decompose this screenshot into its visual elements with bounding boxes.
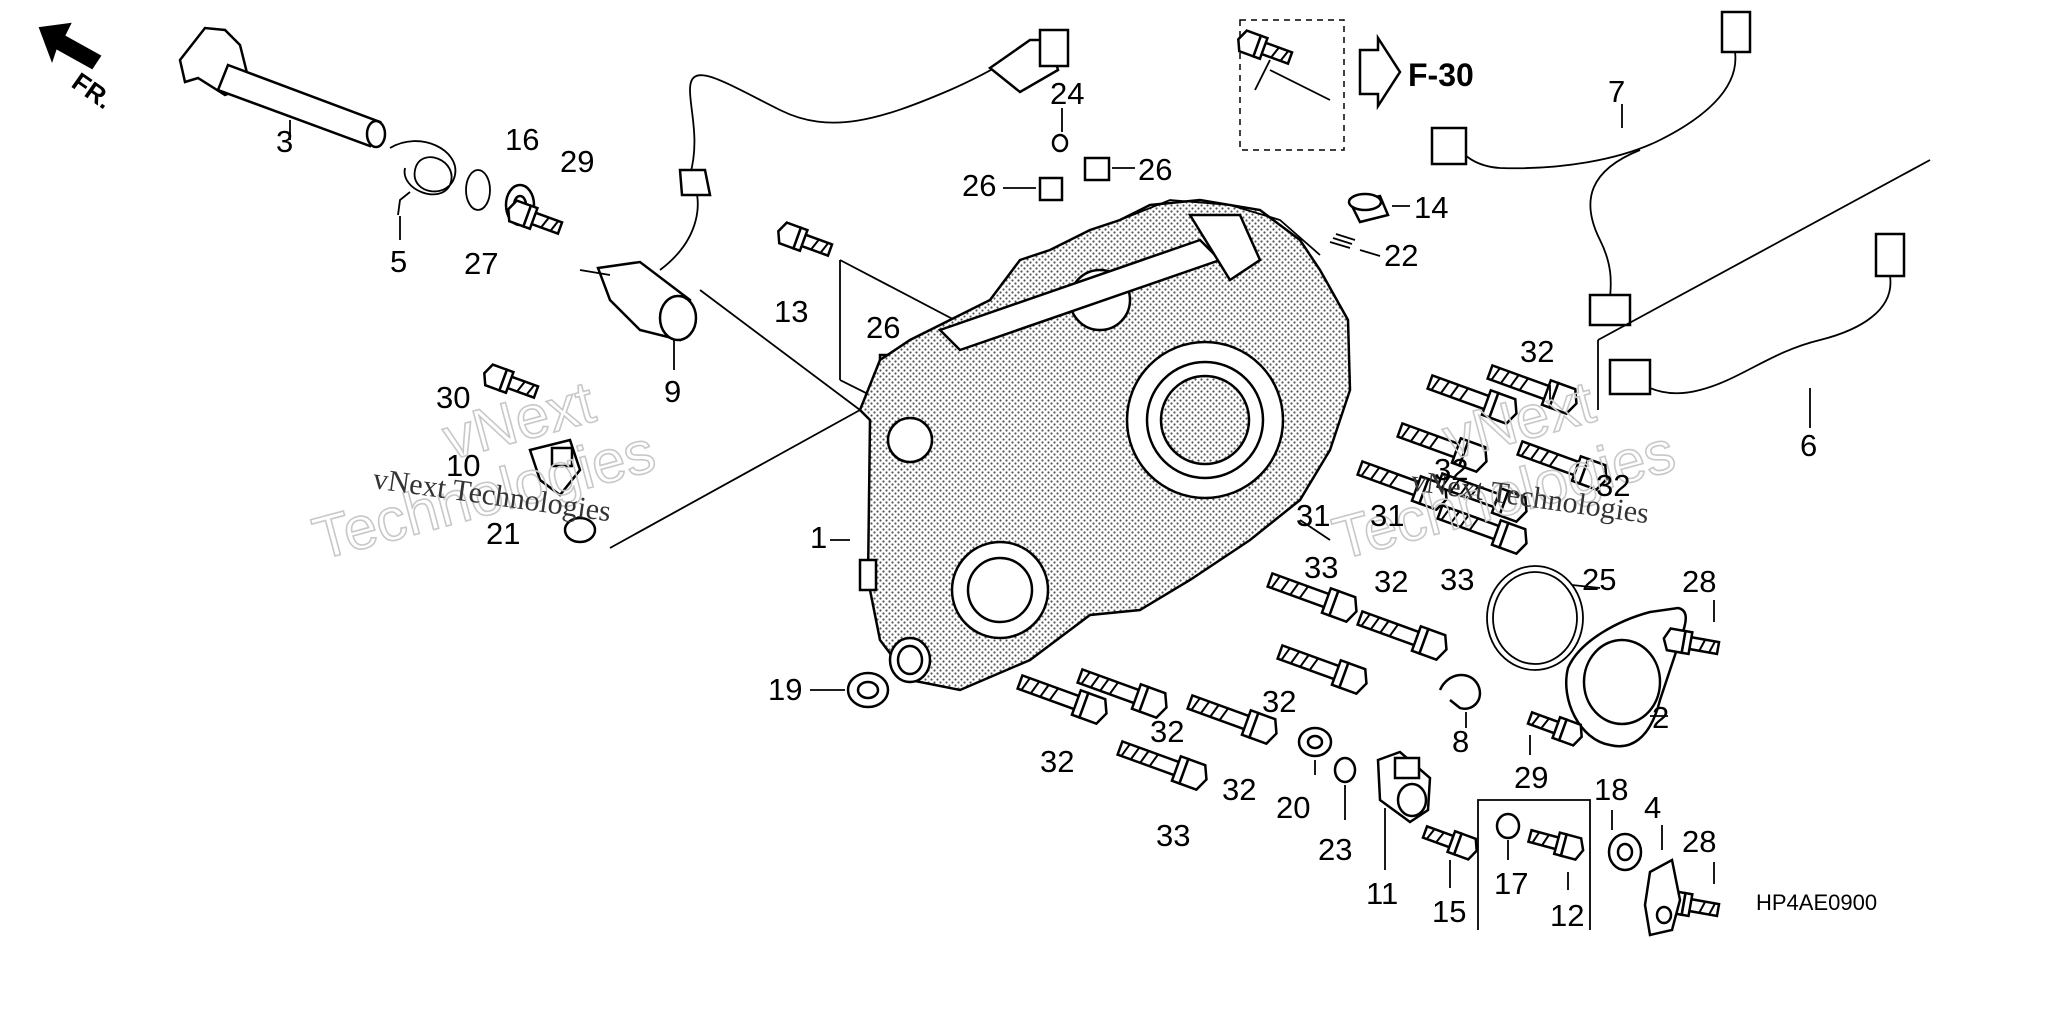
spring-22 xyxy=(1329,233,1356,249)
bolt-32-e xyxy=(1354,604,1453,663)
label-11: 11 xyxy=(1366,876,1398,911)
label-13: 13 xyxy=(774,294,808,329)
label-20: 20 xyxy=(1276,790,1310,825)
label-18: 18 xyxy=(1594,772,1628,807)
label-32-e: 32 xyxy=(1262,684,1296,719)
dowel-26-b xyxy=(1083,156,1111,182)
plate-4 xyxy=(1643,858,1682,937)
spring-part xyxy=(389,140,457,216)
washer-20 xyxy=(1297,726,1333,758)
gasket-2 xyxy=(1565,606,1687,748)
o-ring-21 xyxy=(563,516,597,544)
seal-18 xyxy=(1607,832,1643,872)
label-7: 7 xyxy=(1608,74,1625,109)
label-32-c: 32 xyxy=(1596,468,1630,503)
label-33-b: 33 xyxy=(1440,562,1474,597)
o-ring-25 xyxy=(1486,565,1584,671)
label-14: 14 xyxy=(1414,190,1448,225)
bolt-15 xyxy=(1419,820,1482,863)
washer-17 xyxy=(1495,812,1521,840)
front-direction-label: FR. xyxy=(67,66,119,115)
label-19: 19 xyxy=(768,672,802,707)
label-33-c: 33 xyxy=(1156,818,1190,853)
bolt-13 xyxy=(773,219,836,262)
label-29-right: 29 xyxy=(1514,760,1548,795)
label-33-a: 33 xyxy=(1304,550,1338,585)
label-17: 17 xyxy=(1494,866,1528,901)
label-26-b: 26 xyxy=(1138,152,1172,187)
sensor-11 xyxy=(1376,750,1432,824)
plug-14 xyxy=(1347,192,1390,224)
label-9: 9 xyxy=(664,374,681,409)
clip-8 xyxy=(1438,673,1482,711)
label-26-a: 26 xyxy=(962,168,996,203)
wire-harness-7 xyxy=(1430,10,1752,327)
label-12: 12 xyxy=(1550,898,1584,933)
label-32-d: 32 xyxy=(1374,564,1408,599)
switch-part-10 xyxy=(528,438,582,497)
label-2: 2 xyxy=(1652,700,1669,735)
label-3: 3 xyxy=(276,124,293,159)
label-28-b: 28 xyxy=(1682,824,1716,859)
label-30: 30 xyxy=(436,380,470,415)
label-32-f: 32 xyxy=(1150,714,1184,749)
dowel-24 xyxy=(1051,133,1069,153)
crankcase-cover-part xyxy=(858,198,1352,692)
label-24: 24 xyxy=(1050,76,1084,111)
reference-label: F-30 xyxy=(1408,57,1474,93)
wire-harness-6 xyxy=(1608,232,1906,396)
label-23: 23 xyxy=(1318,832,1352,867)
shift-spindle-part xyxy=(178,26,387,149)
dowel-26-a xyxy=(1038,176,1064,202)
label-10: 10 xyxy=(446,448,480,483)
label-4: 4 xyxy=(1644,790,1661,825)
sensor-part xyxy=(579,28,1070,342)
label-27: 27 xyxy=(464,246,498,281)
label-31-a: 31 xyxy=(1296,498,1330,533)
part-labels: 3 5 27 16 29 9 30 10 21 13 24 26 26 26 1… xyxy=(276,74,1817,933)
washer-23 xyxy=(1333,756,1357,784)
label-6: 6 xyxy=(1800,428,1817,463)
label-1: 1 xyxy=(810,520,827,555)
label-8: 8 xyxy=(1452,724,1469,759)
label-32-a: 32 xyxy=(1520,334,1554,369)
label-22: 22 xyxy=(1384,238,1418,273)
label-5: 5 xyxy=(390,244,407,279)
label-15: 15 xyxy=(1432,894,1466,929)
label-16: 16 xyxy=(505,122,539,157)
label-25: 25 xyxy=(1582,562,1616,597)
front-direction-arrow: FR. xyxy=(38,22,119,115)
label-21: 21 xyxy=(486,516,520,551)
label-28-a: 28 xyxy=(1682,564,1716,599)
diagram-code: HP4AE0900 xyxy=(1756,890,1877,915)
label-32-g: 32 xyxy=(1040,744,1074,779)
reference-box xyxy=(1233,19,1402,151)
oil-seal-19 xyxy=(846,671,890,709)
label-29-top: 29 xyxy=(560,144,594,179)
label-26-c: 26 xyxy=(866,310,900,345)
bolt-12 xyxy=(1525,824,1588,863)
label-32-b: 32 xyxy=(1434,452,1468,487)
snap-ring-part xyxy=(465,169,491,211)
label-31-b: 31 xyxy=(1370,498,1404,533)
label-32-h: 32 xyxy=(1222,772,1256,807)
